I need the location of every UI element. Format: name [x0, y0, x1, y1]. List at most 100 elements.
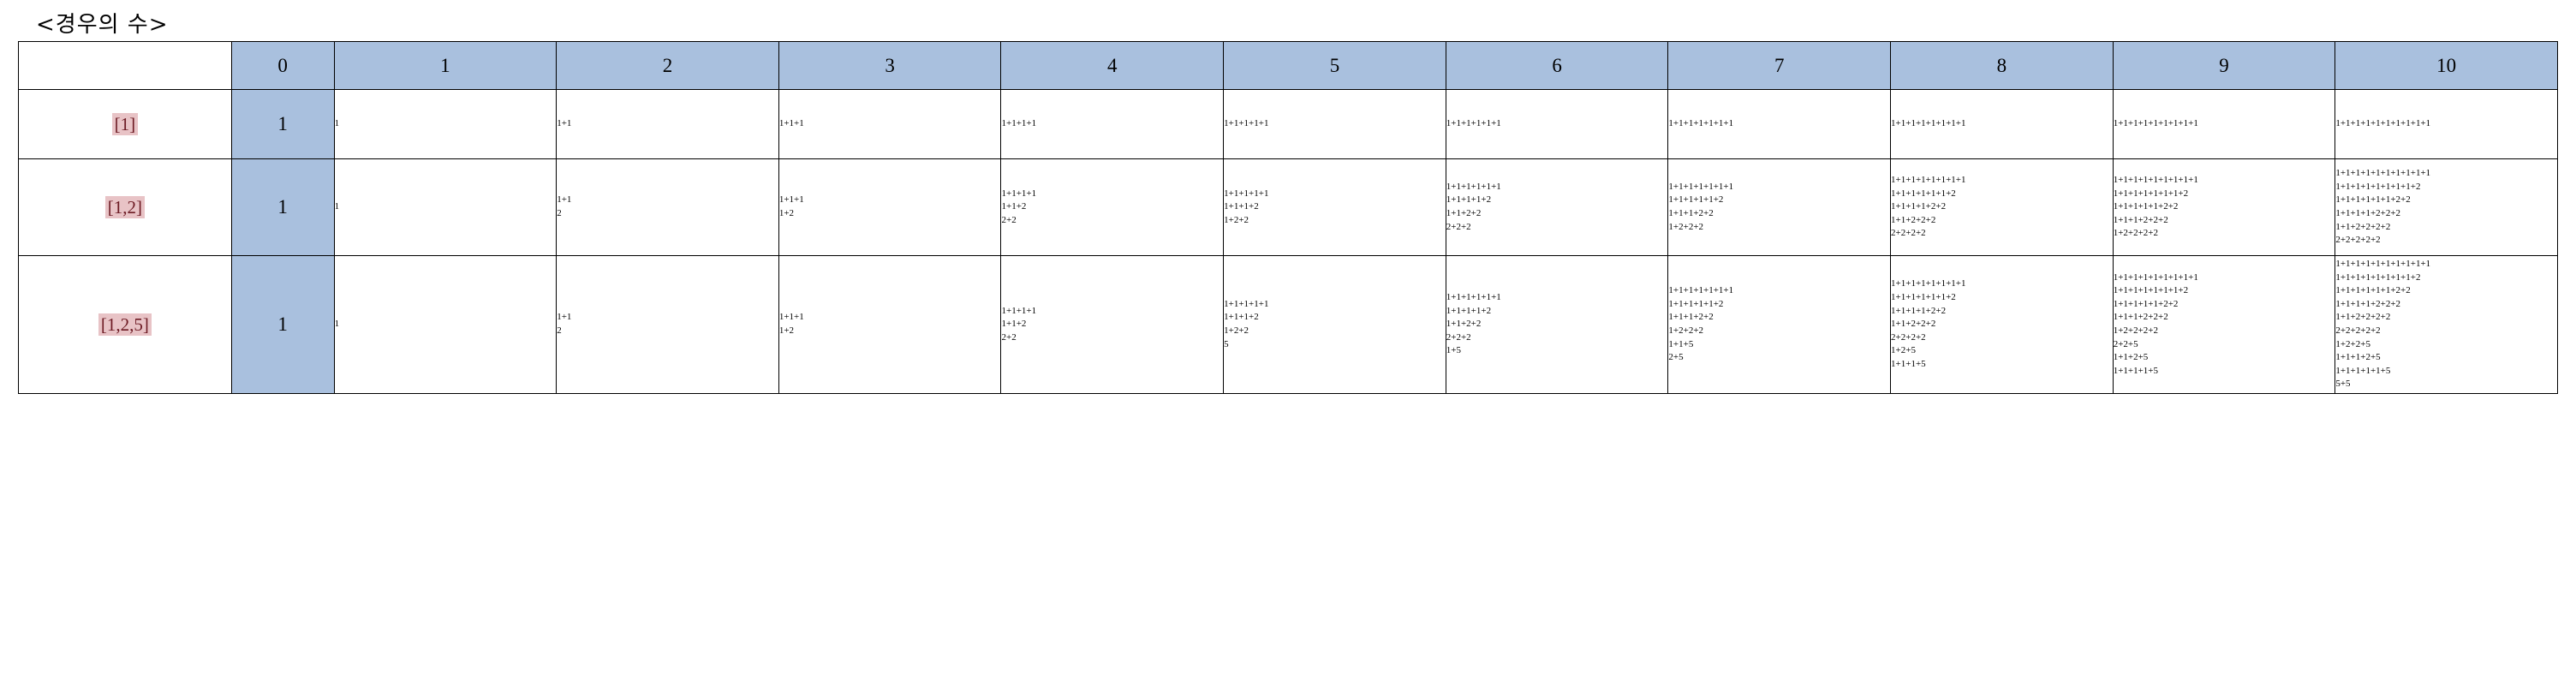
expression-line: 2+2+5 [2113, 338, 2138, 349]
expression-line: 1+1+1+1+1+1+2+2 [2335, 285, 2411, 296]
expression-line: 1+2+2+2 [1668, 221, 1704, 232]
column-header-9: 9 [2112, 41, 2336, 90]
row-label-cell: [1,2] [18, 158, 232, 256]
expression-line: 1+2+2+2 [1668, 325, 1704, 336]
table-header-row: 0 1 2 3 4 5 6 7 8 9 10 [18, 41, 2558, 90]
expression-line: 1+1+1+5 [1891, 359, 1926, 370]
expression-line: 1+1+1+2 [1224, 201, 1259, 212]
expression-line: 1+1+1+1+1+5 [2335, 365, 2391, 376]
expression-line: 1+1+5 [1668, 338, 1694, 349]
page-title: <경우의 수> [36, 12, 169, 38]
expression-line: 1+1+1+1+1+1+1 [1668, 285, 1734, 296]
column-header-5: 5 [1223, 41, 1446, 90]
expression-line: 1+1+2 [1001, 319, 1027, 330]
cell-r0-c5: 1+1+1+1+1 [1223, 89, 1446, 159]
expression-line: 1+1+1+1+1+1 [1446, 291, 1501, 302]
cell-r2-c8: 1+1+1+1+1+1+1+1 1+1+1+1+1+1+2 1+1+1+1+2+2 1… [1890, 255, 2114, 394]
row-label-cell: [1,2,5] [18, 255, 232, 394]
expression-line: 1+1+1+1+1+1+1+1+1 [2113, 118, 2198, 129]
row-label-chip: [1] [111, 112, 139, 136]
expression-line: 2+2+2+2+2 [2335, 325, 2381, 336]
expression-line: 1+2 [778, 208, 795, 218]
expression-line: 2+5 [1668, 352, 1684, 363]
expression-line: 1+1+1+2+2+2 [2113, 214, 2168, 225]
expression-line: 1+1+1+2 [1224, 312, 1259, 323]
cell-r0-c7: 1+1+1+1+1+1+1 [1667, 89, 1892, 159]
table-corner-cell [18, 41, 232, 90]
expression-line: 1+5 [1446, 345, 1461, 356]
row-count-cell: 1 [230, 255, 335, 394]
expression-line: 1+1+1+1+1+1+1+1+2 [2335, 181, 2421, 192]
expression-line: 1+1 [557, 194, 572, 206]
cell-r0-c4: 1+1+1+1 [1000, 89, 1225, 159]
expression-line: 1+1+1+2+2+2 [2113, 312, 2168, 323]
cell-r2-c3: 1+1+1 1+2 [778, 255, 1002, 394]
row-label-cell: [1] [18, 89, 232, 159]
expression-line: 1+2+5 [1891, 345, 1916, 356]
expression-line: 1+1+1+1+1+2+2 [2113, 201, 2179, 212]
cell-r1-c9: 1+1+1+1+1+1+1+1+1 1+1+1+1+1+1+1+2 1+1+1+1+… [2112, 158, 2336, 256]
expression-line: 1+1+1 [778, 194, 804, 206]
row-count-cell: 1 [230, 158, 335, 256]
expression-line: 1+1+1+1+1+1+2 [1891, 291, 1956, 302]
column-header-0: 0 [230, 41, 335, 90]
cell-r0-c3: 1+1+1 [778, 89, 1002, 159]
cell-r1-c3: 1+1+1 1+2 [778, 158, 1002, 256]
column-header-3: 3 [778, 41, 1002, 90]
expression-line: 1+1+1+1+1+1+1+1+2 [2335, 271, 2421, 283]
expression-line: 1+1 [557, 312, 572, 323]
expression-line: 1+1+1+1+2+2+2 [2335, 298, 2401, 309]
cell-r1-c6: 1+1+1+1+1+1 1+1+1+1+2 1+1+2+2 2+2+2 [1445, 158, 1669, 256]
expression-line: 1 [334, 118, 340, 129]
column-header-2: 2 [556, 41, 779, 90]
expression-line: 1+1+1+1 [1001, 305, 1037, 316]
expression-line: 1+1+2+2 [1446, 319, 1482, 330]
expression-line: 2+2+2+2 [1891, 228, 1926, 239]
expression-line: 1+1+1+1+2 [1446, 194, 1492, 206]
expression-line: 1+1+1+1+1+1+1+2 [2113, 285, 2189, 296]
expression-line: 1+1+1+1+1+2+2 [2113, 298, 2179, 309]
expression-line: 2+2+2 [1446, 221, 1471, 232]
expression-line: 1+1+1+1+1+1+1+1+1+1 [2335, 258, 2431, 269]
expression-line: 2+2+2+2+2 [2335, 235, 2381, 246]
expression-line: 2+2 [1001, 214, 1017, 225]
expression-line: 1+2+2+2+2 [2113, 228, 2159, 239]
table-row: [1] 1 1 1+1 1+1+1 1+1+1+1 1+1+1+1+1 1+1+… [18, 89, 2558, 159]
expression-line: 1+1+1+1+1+2 [1668, 194, 1724, 206]
expression-line: 2+2+2 [1446, 331, 1471, 343]
expression-line: 1+1+1+2+2 [1668, 208, 1714, 218]
expression-line: 1+1+1+1+1 [1224, 188, 1269, 199]
expression-line: 1+1+1 [778, 118, 804, 129]
expression-line: 1+1 [557, 118, 572, 129]
expression-line: 1+1+1+1+1+1 [1446, 181, 1501, 192]
expression-line: 2+2+2+2 [1891, 331, 1926, 343]
expression-line: 1+1+2+2 [1446, 208, 1482, 218]
expression-line: 1+1+1 [778, 312, 804, 323]
cell-r1-c1: 1 [333, 158, 558, 256]
expression-line: 1+1+2+5 [2113, 352, 2149, 363]
column-header-7: 7 [1667, 41, 1892, 90]
row-label-chip: [1,2] [104, 195, 145, 219]
expression-line: 1+1+1+1+2+2 [1891, 201, 1947, 212]
expression-line: 1+1+1+1+1+1+1+1+1 [2113, 174, 2198, 185]
expression-line: 1+1+1+1+1+1+1+2 [2113, 188, 2189, 199]
expression-line: 1+1+2+2+2+2 [2335, 312, 2391, 323]
expression-line: 1+1+1+1+1 [1224, 118, 1269, 129]
cell-r0-c6: 1+1+1+1+1+1 [1445, 89, 1669, 159]
expression-line: 1+1+2 [1001, 201, 1027, 212]
expression-line: 1+1+1+1+1+1+1+1+1+1 [2335, 168, 2431, 179]
expression-line: 1+1+1+1+2+2 [1891, 305, 1947, 316]
cell-r2-c1: 1 [333, 255, 558, 394]
expression-line: 1+1+1+1+1+1+1+1+1 [2113, 271, 2198, 283]
expression-line: 1+2+2 [1224, 325, 1249, 336]
combinations-table: 0 1 2 3 4 5 6 7 8 9 10 [1] 1 1 1+1 [18, 41, 2558, 394]
expression-line: 1+2 [778, 325, 795, 336]
expression-line: 1+1+1+1+1+1+1+1 [1891, 278, 1966, 289]
